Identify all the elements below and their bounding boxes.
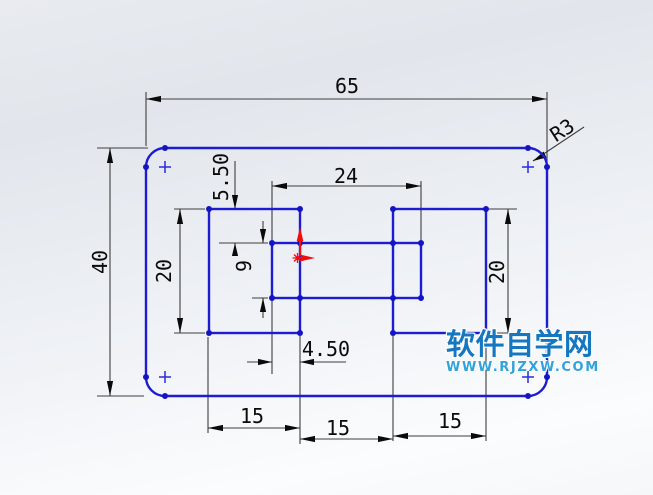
arrowhead [272,182,287,190]
dimension-label-right-square-height[interactable]: 20 [485,260,509,284]
extension-line [392,336,487,441]
sketch-point[interactable] [418,295,424,301]
sketch-geometry[interactable] [143,145,550,399]
arrowhead [504,318,512,333]
dimension-overall-width[interactable]: 65 [145,74,548,164]
arrowhead [532,95,547,103]
dimension-overlap[interactable]: 4.50 [247,337,350,366]
arrowhead [259,229,267,243]
origin-y-arrowhead [296,227,304,241]
fillet-center-mark [159,161,534,383]
watermark-title: 软件自学网 [446,327,594,361]
arrowhead [300,358,314,366]
arrowhead [258,358,272,366]
dimension-slot-height[interactable]: 9 [232,221,268,318]
sketch-point[interactable] [483,330,489,336]
dimension-label-left-square-height[interactable]: 20 [152,259,176,283]
arrowhead [146,95,161,103]
sketch-point[interactable] [162,393,168,399]
arrowhead [231,243,239,256]
center-slot-edge[interactable] [270,241,423,300]
origin-x-arrowhead [301,254,315,262]
dimension-label-overlap[interactable]: 4.50 [302,337,350,361]
dimension-left-square-height[interactable]: 20 [152,208,205,334]
arrowhead [176,318,184,333]
sketch-point[interactable] [269,295,275,301]
arrowhead [106,148,114,163]
dimension-label-middle-gap[interactable]: 15 [326,416,350,440]
dimension-right-square-width[interactable]: 15 [392,336,487,441]
arrowhead [285,424,300,432]
dimension-right-square-height[interactable]: 20 [485,208,517,334]
arrowhead [406,182,421,190]
arrowhead [300,435,315,443]
dimension-label-left-square-width[interactable]: 15 [240,404,264,428]
sketch-point[interactable] [390,240,396,246]
arrowhead [378,435,393,443]
arrowhead [471,432,486,440]
sketch-point[interactable] [390,295,396,301]
dimension-left-square-width[interactable]: 15 [207,337,300,433]
dimension-label-overall-height[interactable]: 40 [88,250,112,274]
origin-triad[interactable] [292,227,316,263]
dimension-label-corner-radius[interactable]: R3 [546,114,579,147]
sketch-point[interactable] [162,145,168,151]
sketch-point[interactable] [269,240,275,246]
arrowhead [259,298,267,312]
extension-line [97,147,148,397]
dimension-top-offset[interactable]: 5.50 [209,153,268,256]
watermark: 软件自学网 WWW.RJZXW.COM [446,327,616,375]
arrowhead [208,424,223,432]
left-square-edge[interactable] [207,207,302,335]
sketch-point[interactable] [297,206,303,212]
sketch-point[interactable] [483,206,489,212]
arrowhead [176,209,184,224]
dimension-middle-gap[interactable]: 15 [299,336,393,444]
dimension-label-slot-width[interactable]: 24 [334,164,358,188]
arrowhead [231,195,239,209]
sketch-point[interactable] [525,393,531,399]
sketch-point[interactable] [525,145,531,151]
sketch-point[interactable] [544,164,550,170]
extension-line [145,92,548,164]
sketch-point[interactable] [297,295,303,301]
dimension-label-top-offset[interactable]: 5.50 [209,153,233,201]
arrowhead [504,209,512,224]
sketch-point[interactable] [143,374,149,380]
dimension-label-slot-height[interactable]: 9 [232,260,256,272]
extension-line [489,208,517,334]
sketch-point[interactable] [390,330,396,336]
extension-line [174,208,205,334]
sketch-point[interactable] [544,374,550,380]
origin-point[interactable] [292,253,303,263]
sketch-point[interactable] [390,206,396,212]
dimension-overall-height[interactable]: 40 [88,147,148,397]
sketch-point[interactable] [297,330,303,336]
dimension-label-right-square-width[interactable]: 15 [438,409,462,433]
watermark-url: WWW.RJZXW.COM [446,360,600,375]
sketch-point[interactable] [143,164,149,170]
sketch-point[interactable] [206,330,212,336]
sketch-point[interactable] [206,206,212,212]
dimension-label-overall-width[interactable]: 65 [335,74,359,98]
sketch-point[interactable] [418,240,424,246]
arrowhead [393,432,408,440]
sketch-points[interactable] [143,145,550,399]
arrowhead [106,381,114,396]
right-square-edge[interactable] [391,207,488,335]
